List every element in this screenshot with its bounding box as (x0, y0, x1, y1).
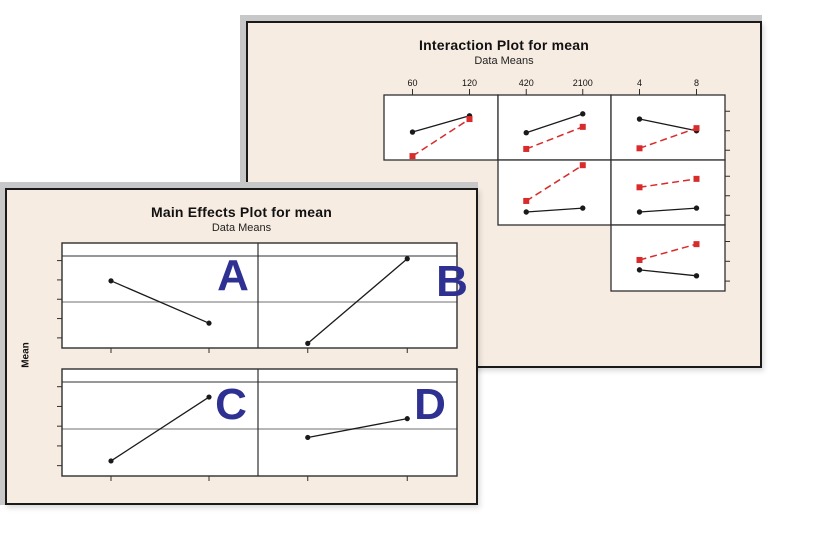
panel-label-B: B (436, 257, 468, 306)
interaction-cell-r3c3 (610, 224, 726, 292)
interaction-plot-title: Interaction Plot for mean (419, 37, 589, 53)
main-effects-series-D (305, 416, 410, 441)
panel-label-C: C (215, 380, 247, 429)
main-effects-plot-subtitle: Data Means (211, 222, 272, 234)
panel-label-D: D (414, 380, 446, 429)
top-axis-tick-label: 60 (407, 78, 417, 88)
top-axis-tick-label: 8 (694, 78, 699, 88)
main-effects-plot-title: Main Effects Plot for mean (150, 204, 332, 220)
top-axis-tick-label: 2100 (573, 78, 593, 88)
top-axis-tick-label: 4 (637, 78, 642, 88)
main-effects-plot-canvas (57, 242, 458, 481)
interaction-cell-r2c3 (610, 159, 726, 226)
interaction-plot-subtitle: Data Means (474, 55, 534, 67)
interaction-cell-r1c1 (383, 94, 499, 161)
panel-label-A: A (217, 251, 249, 300)
main-effects-plot-window[interactable]: Main Effects Plot for mean Data Means Me… (5, 188, 478, 505)
interaction-plot-canvas: 60 120 420 2100 4 8 (383, 78, 730, 292)
top-axis-tick-label: 120 (462, 78, 477, 88)
interaction-cell-r1c2 (497, 94, 612, 161)
interaction-cell-r1c3 (610, 94, 726, 161)
top-axis-tick-label: 420 (519, 78, 534, 88)
interaction-cell-r2c2 (497, 159, 612, 226)
y-axis-label: Mean (20, 342, 32, 368)
main-effects-series-C (108, 394, 212, 464)
main-effects-series-A (108, 278, 212, 326)
main-effects-series-B (305, 256, 410, 346)
